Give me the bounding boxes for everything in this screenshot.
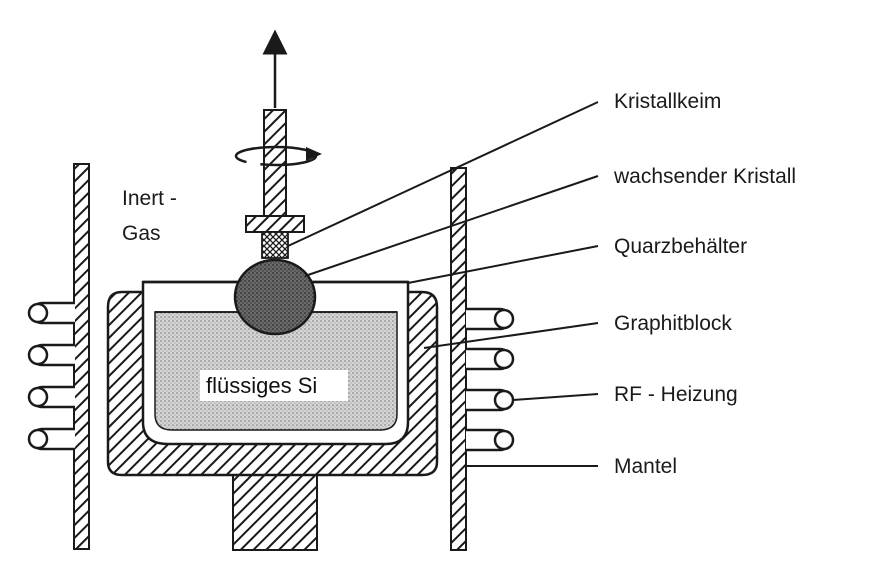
label-graphite-block: Graphitblock [614, 312, 732, 335]
leader-quartz [407, 245, 599, 284]
label-seed: Kristallkeim [614, 90, 721, 113]
leader-rf [512, 393, 599, 401]
leader-growing-crystal [304, 175, 599, 277]
label-mantle: Mantel [614, 455, 677, 478]
liquid-si-label-bg [200, 370, 348, 401]
leader-seed [287, 101, 599, 247]
rotation-arrow-icon [234, 145, 322, 167]
label-inert-gas-line2: Gas [122, 222, 161, 245]
rf-coils-left [27, 301, 75, 451]
label-rf-heating: RF - Heizung [614, 383, 738, 406]
crystal-seed [261, 231, 289, 259]
rf-coils-right [466, 307, 515, 452]
label-growing-crystal: wachsender Kristall [613, 165, 796, 188]
mantle-wall-left [73, 163, 90, 550]
pull-rod [263, 109, 287, 217]
label-inert-gas-line1: Inert - [122, 187, 177, 210]
label-quartz-container: Quarzbehälter [614, 235, 747, 258]
liquid-si-label: flüssiges Si [206, 373, 317, 398]
leader-graphite [423, 322, 599, 349]
graphite-pedestal [232, 471, 318, 551]
seed-holder [245, 215, 305, 233]
growing-crystal [233, 258, 317, 336]
